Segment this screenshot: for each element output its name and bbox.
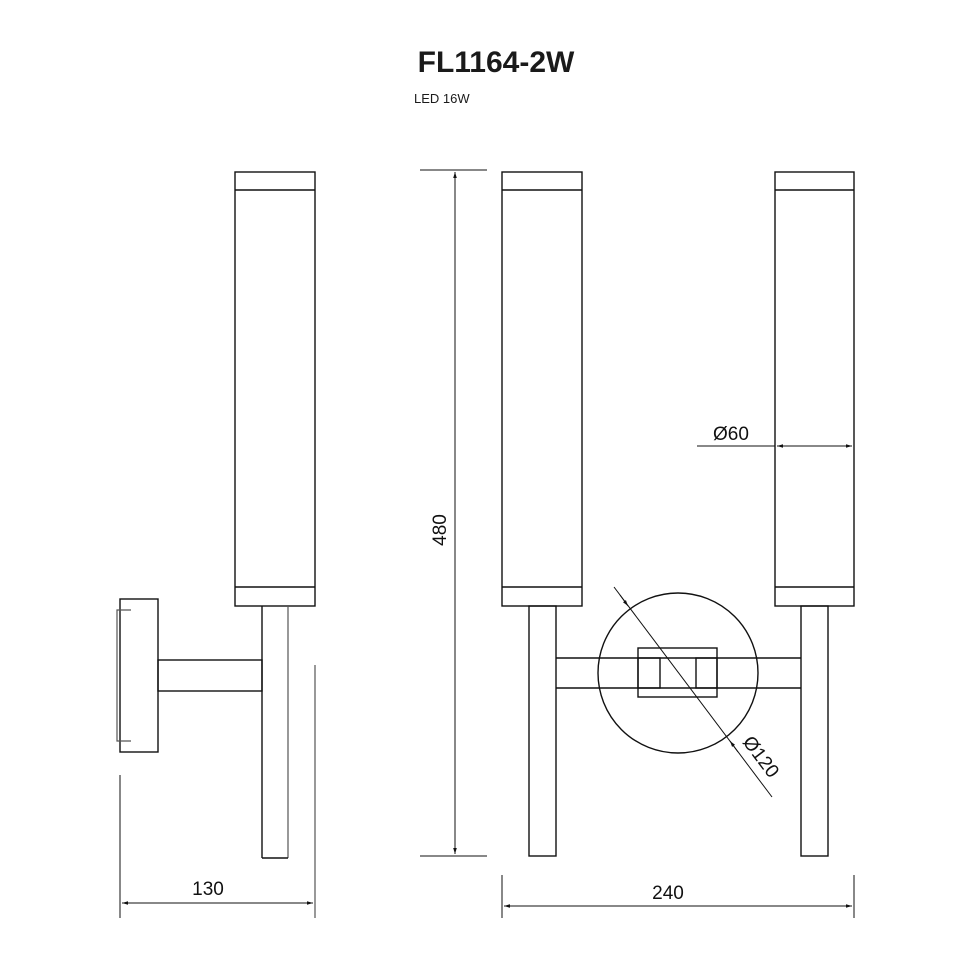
- center-block: [637, 647, 718, 698]
- front-view: 480 240 Ø60 Ø120: [420, 169, 855, 918]
- wall-plate: [119, 598, 159, 753]
- side-shade: [234, 171, 316, 607]
- plate-diameter-label: Ø120: [738, 732, 783, 782]
- right-shade: [774, 171, 855, 607]
- left-shade: [501, 171, 583, 607]
- shade-diameter-label: Ø60: [713, 424, 749, 445]
- side-arm: [157, 659, 263, 692]
- left-stem: [528, 605, 557, 857]
- model-title: FL1164-2W: [417, 46, 575, 79]
- right-stem: [800, 605, 829, 857]
- side-view: 130: [116, 171, 316, 918]
- height-label: 480: [430, 514, 451, 546]
- width-label: 240: [652, 883, 684, 904]
- wall-plate-circle: [597, 592, 759, 754]
- depth-label: 130: [192, 879, 224, 900]
- mounting-bracket: [116, 609, 131, 742]
- power-spec: LED 16W: [414, 91, 470, 106]
